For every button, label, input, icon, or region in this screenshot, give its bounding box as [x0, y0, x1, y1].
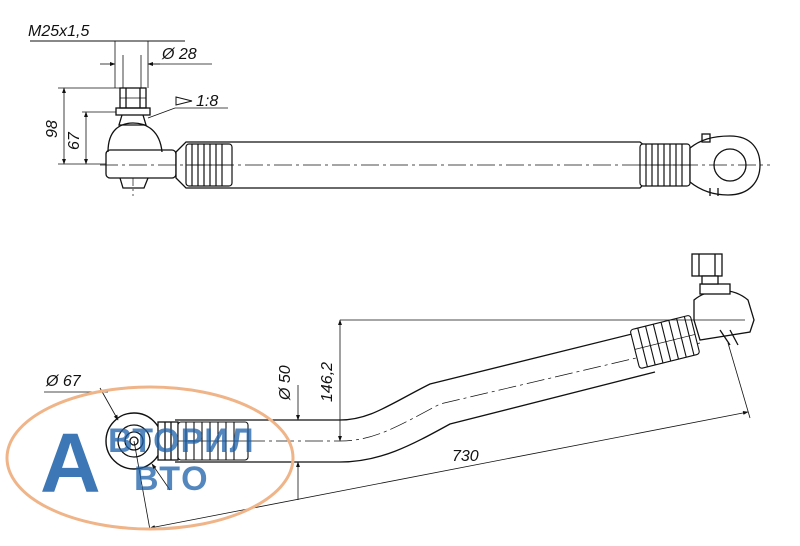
watermark-logo: A ВТОРИЛ ВТО	[5, 385, 295, 531]
logo-big-letter: A	[40, 416, 101, 510]
bottom-view	[44, 253, 755, 531]
diameter-28-label: Ø 28	[161, 46, 197, 63]
logo-word-bottom: ВТО	[134, 460, 210, 498]
offset-146-2-label: 146,2	[319, 362, 336, 402]
logo-word-top: ВТОРИЛ	[108, 422, 255, 460]
diameter-50-label: Ø 50	[277, 365, 294, 401]
diameter-67-label: Ø 67	[45, 373, 82, 390]
top-view	[30, 40, 770, 196]
thread-label: M25x1,5	[28, 23, 89, 40]
length-730-label: 730	[452, 448, 479, 465]
height-67-label: 67	[66, 131, 83, 150]
taper-label: 1:8	[196, 93, 218, 110]
height-98-label: 98	[44, 120, 61, 138]
